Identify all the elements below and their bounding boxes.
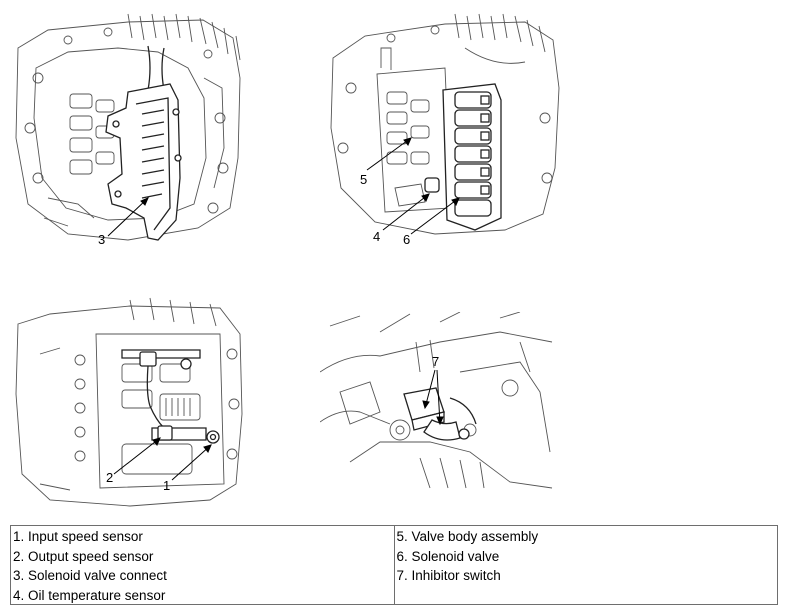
legend-item: 4. Oil temperature sensor [13,587,166,603]
callout-3: 3 [98,232,105,247]
legend-item: 2. Output speed sensor [13,548,154,564]
diagram-panel-bottom-right: 7 [320,312,556,492]
diagram-panel-top-left: 3 [8,8,248,248]
legend-column-left: 1. Input speed sensor 2. Output speed se… [11,526,394,604]
callout-2: 2 [106,470,113,485]
inhibitor-switch-drawing: 7 [320,312,553,489]
callout-5: 5 [360,172,367,187]
legend-column-right: 5. Valve body assembly 6. Solenoid valve… [393,526,778,604]
legend-item: 6. Solenoid valve [396,548,500,564]
callout-6: 6 [403,232,410,247]
legend-item: 1. Input speed sensor [13,529,143,544]
diagram-panel-top-right: 5 4 6 [325,8,565,248]
diagram-panel-bottom-left: 2 1 [10,294,250,514]
legend-item: 7. Inhibitor switch [396,568,501,583]
callout-7: 7 [432,354,439,369]
callout-4: 4 [373,229,380,244]
valve-body-solenoid-drawing: 5 4 6 [330,13,560,247]
speed-sensor-drawing: 2 1 [15,297,243,507]
parts-legend-table: 1. Input speed sensor 2. Output speed se… [10,525,778,605]
callout-1: 1 [163,478,170,493]
legend-item: 3. Solenoid valve connect [13,568,167,583]
legend-item: 5. Valve body assembly [396,529,539,544]
valve-body-cover-drawing: 3 [15,13,241,247]
